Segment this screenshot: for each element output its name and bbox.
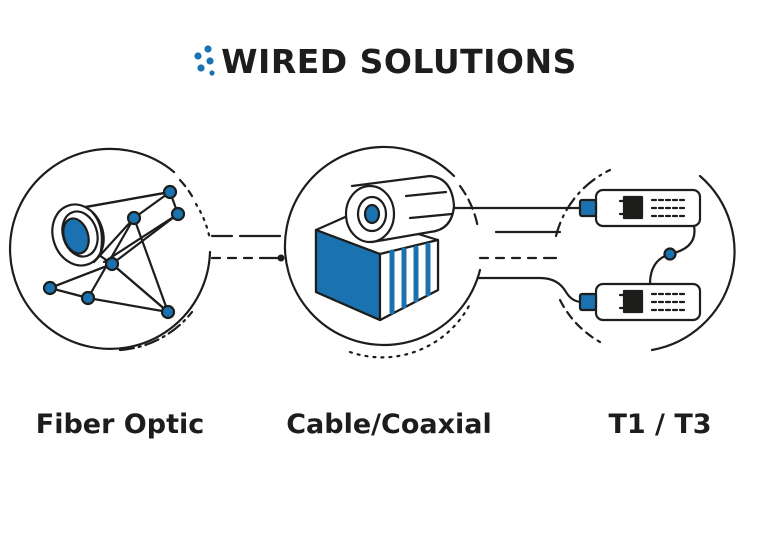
label-cable-coaxial: Cable/Coaxial (286, 408, 492, 440)
header: WIRED SOLUTIONS (0, 36, 768, 86)
connector-lines (210, 206, 584, 304)
label-t1-t3: T1 / T3 (608, 408, 712, 440)
label-fiber-optic: Fiber Optic (35, 408, 205, 440)
coaxial-cable-icon (283, 145, 482, 359)
t1-t3-modem-icon (554, 168, 736, 352)
dots-logo-icon (194, 45, 215, 76)
page-title: WIRED SOLUTIONS (221, 41, 577, 81)
fiber-optic-icon (8, 147, 212, 352)
